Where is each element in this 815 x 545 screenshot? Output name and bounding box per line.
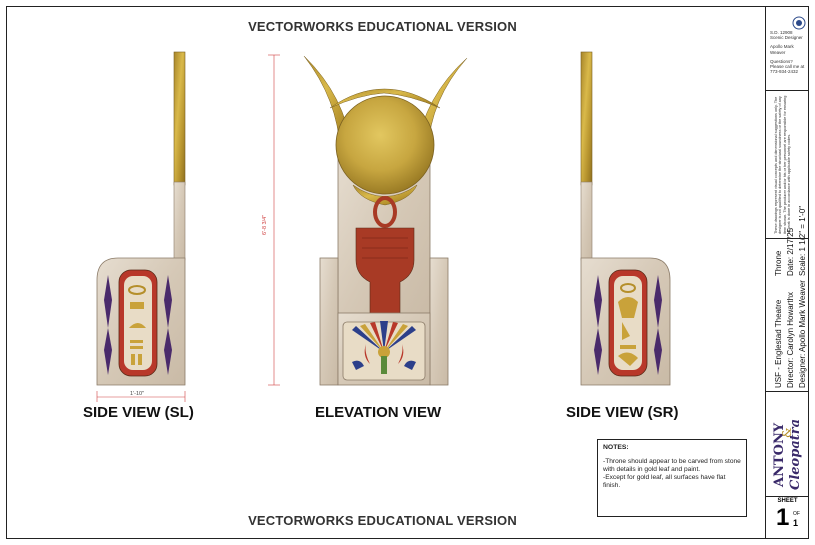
height-dimension-label: 6'-8 3/4" <box>262 214 268 235</box>
union-seal-icon <box>792 16 806 30</box>
questions-1: Questions? <box>770 58 793 64</box>
drawing-sheet-border <box>6 6 809 539</box>
scale-label: Scale: 1 1/2" = 1'-0" <box>798 205 807 276</box>
date-label: Date: 2/17/25 <box>786 227 795 276</box>
sheet-of: OF <box>793 511 800 517</box>
item-name: Throne <box>774 250 783 276</box>
questions-2: Please call me at <box>770 64 805 70</box>
sun-disc <box>335 95 435 195</box>
sr-backrest-gold <box>580 51 593 186</box>
watermark-top: VECTORWORKS EDUCATIONAL VERSION <box>248 19 517 34</box>
width-dimension-label: 1'-10" <box>130 391 145 397</box>
show-logo: ANTONY & Cleopatra <box>766 392 809 496</box>
designer-name-2: Weaver <box>770 49 786 55</box>
label-side-view-sl: SIDE VIEW (SL) <box>83 404 194 421</box>
designer-name-1: Apollo Mark <box>770 44 794 50</box>
sl-backrest-stone <box>173 181 186 261</box>
notes-line-1: -Throne should appear to be carved from … <box>603 458 741 473</box>
sr-backrest-stone <box>580 181 593 261</box>
director-name: Director: Carolyn Howarthx <box>786 291 795 388</box>
sheet-number: 1 <box>776 504 790 531</box>
title-block: S.D. 12908 Scenic Designer Apollo Mark W… <box>765 6 809 539</box>
throne-drawings <box>96 51 671 402</box>
watermark-bottom: VECTORWORKS EDUCATIONAL VERSION <box>248 513 517 528</box>
phone-number: 773-934-2432 <box>770 69 799 75</box>
sl-backrest-gold <box>173 51 186 186</box>
side-view-sr <box>580 51 671 386</box>
sheet-total: 1 <box>793 518 799 528</box>
label-side-view-sr: SIDE VIEW (SR) <box>566 404 679 421</box>
ankh-loop <box>373 196 397 228</box>
designer-credit: Designer: Apollo Mark Weaver <box>798 280 807 388</box>
label-elevation-view: ELEVATION VIEW <box>315 404 442 421</box>
sheet-label: SHEET <box>777 498 798 504</box>
show-logo-cleopatra: Cleopatra <box>788 418 803 490</box>
notes-title: NOTES: <box>603 444 629 451</box>
side-view-sl <box>96 51 186 402</box>
theatre-name: USF - Englestad Theatre <box>774 299 783 388</box>
designer-role: Scenic Designer <box>770 35 803 41</box>
notes-line-2: -Except for gold leaf, all surfaces have… <box>603 474 726 489</box>
designer-id: S.D. 12908 <box>770 30 793 35</box>
disclaimer-text: These drawings represent visual concepts… <box>774 95 792 234</box>
elevation-view <box>268 54 468 386</box>
lotus-motif <box>352 321 416 374</box>
notes-box: NOTES: -Throne should appear to be carve… <box>597 439 747 517</box>
